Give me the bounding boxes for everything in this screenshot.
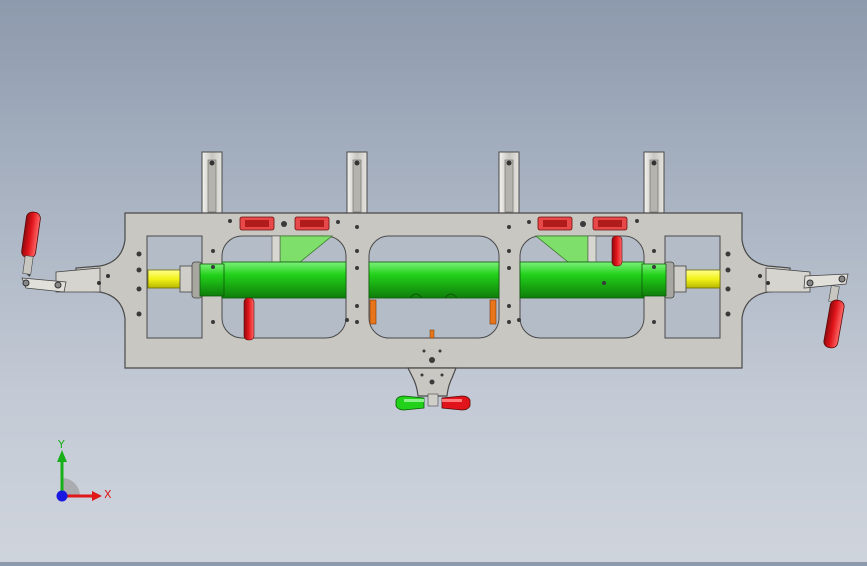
- axle-ends: [147, 261, 721, 299]
- right-toggle-clamp[interactable]: [758, 267, 849, 349]
- green-shaft[interactable]: [199, 261, 667, 299]
- orange-parts: [369, 299, 497, 339]
- green-supports: [271, 235, 597, 263]
- plunger-handles[interactable]: [243, 235, 623, 341]
- z-axis-dot: [56, 490, 68, 502]
- x-axis-label: X: [104, 488, 112, 501]
- y-axis-label: Y: [57, 438, 65, 451]
- left-toggle-clamp[interactable]: [21, 211, 110, 293]
- axis-triad-graphic: Y X: [56, 438, 112, 502]
- top-brackets: [201, 151, 665, 217]
- bottom-lever[interactable]: [395, 393, 471, 411]
- clamp-pads[interactable]: [239, 216, 628, 231]
- coordinate-triad: Y X: [40, 438, 120, 518]
- bolt-holes: [136, 219, 731, 385]
